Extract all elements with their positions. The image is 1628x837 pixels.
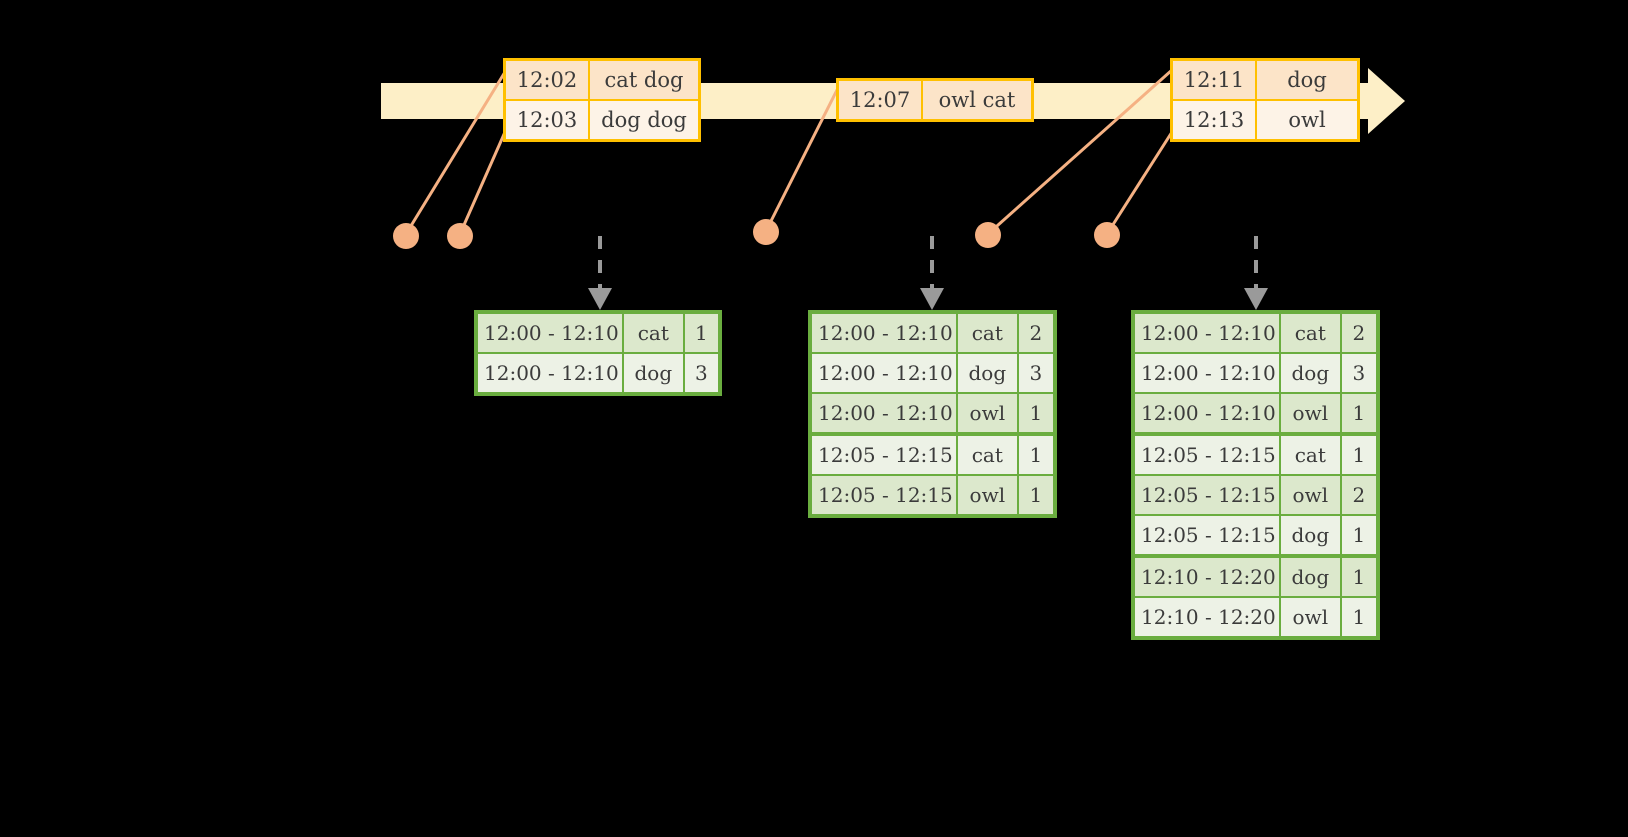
event-dot-5 [1094, 222, 1120, 248]
event-time: 12:13 [1173, 101, 1257, 139]
count-cell: 2 [1352, 321, 1366, 345]
count-cell: 1 [1352, 443, 1366, 467]
event-dot-3 [753, 219, 779, 245]
count-cell: 3 [1352, 361, 1366, 385]
window-cell: 12:05 - 12:15 [1135, 476, 1281, 514]
count-cell: 1 [1352, 565, 1366, 589]
count-cell: 1 [1029, 483, 1043, 507]
flow-arrow-head-2 [920, 288, 944, 310]
event-dot-4 [975, 222, 1001, 248]
timeline-arrowhead [1368, 68, 1405, 134]
count-cell: 1 [1029, 443, 1043, 467]
event-words: cat dog [604, 68, 684, 92]
word-cell: cat [958, 436, 1019, 474]
word-cell: dog [1281, 354, 1342, 392]
window-cell: 12:00 - 12:10 [812, 354, 958, 392]
word-cell: owl [1281, 598, 1342, 636]
flow-arrow-head-1 [588, 288, 612, 310]
word-cell: dog [958, 354, 1019, 392]
event-box-3[interactable]: 12:11 dog 12:13 owl [1170, 58, 1360, 142]
window-cell: 12:00 - 12:10 [812, 394, 958, 432]
count-cell: 1 [1352, 605, 1366, 629]
event-dot-2 [447, 223, 473, 249]
count-cell: 2 [1352, 483, 1366, 507]
count-cell: 3 [694, 361, 708, 385]
word-cell: cat [624, 314, 685, 352]
connector-5 [1105, 131, 1174, 235]
window-cell: 12:00 - 12:10 [812, 314, 958, 352]
count-cell: 1 [1352, 523, 1366, 547]
word-cell: cat [1281, 436, 1342, 474]
window-cell: 12:05 - 12:15 [1135, 516, 1281, 554]
window-cell: 12:10 - 12:20 [1135, 598, 1281, 636]
window-cell: 12:00 - 12:10 [1135, 314, 1281, 352]
word-cell: owl [958, 394, 1019, 432]
event-time: 12:02 [506, 61, 590, 99]
word-cell: dog [1281, 558, 1342, 596]
window-cell: 12:00 - 12:10 [1135, 354, 1281, 392]
word-cell: cat [958, 314, 1019, 352]
event-box-1[interactable]: 12:02 cat dog 12:03 dog dog [503, 58, 701, 142]
count-cell: 2 [1029, 321, 1043, 345]
event-time: 12:11 [1173, 61, 1257, 99]
event-time: 12:03 [506, 101, 590, 139]
word-cell: dog [1281, 516, 1342, 554]
event-box-2[interactable]: 12:07 owl cat [836, 78, 1034, 122]
window-cell: 12:05 - 12:15 [812, 476, 958, 514]
word-cell: owl [1281, 476, 1342, 514]
word-cell: dog [624, 354, 685, 392]
event-row: 12:03 dog dog [506, 99, 698, 139]
event-words: dog dog [601, 108, 687, 132]
word-cell: owl [958, 476, 1019, 514]
event-words: owl [1288, 108, 1326, 132]
flow-arrow-head-3 [1244, 288, 1268, 310]
event-time: 12:07 [839, 81, 923, 119]
event-row: 12:13 owl [1173, 99, 1357, 139]
event-row: 12:11 dog [1173, 61, 1357, 99]
window-cell: 12:00 - 12:10 [478, 354, 624, 392]
window-cell: 12:10 - 12:20 [1135, 558, 1281, 596]
count-cell: 1 [1352, 401, 1366, 425]
connector-3 [764, 87, 840, 232]
connector-1 [404, 71, 507, 235]
window-cell: 12:00 - 12:10 [1135, 394, 1281, 432]
event-words: owl cat [938, 88, 1016, 112]
count-cell: 3 [1029, 361, 1043, 385]
word-cell: cat [1281, 314, 1342, 352]
event-row: 12:02 cat dog [506, 61, 698, 99]
word-cell: owl [1281, 394, 1342, 432]
event-words: dog [1287, 68, 1327, 92]
window-cell: 12:05 - 12:15 [812, 436, 958, 474]
event-dot-1 [393, 223, 419, 249]
event-row: 12:07 owl cat [839, 81, 1031, 119]
window-cell: 12:00 - 12:10 [478, 314, 624, 352]
count-cell: 1 [1029, 401, 1043, 425]
window-cell: 12:05 - 12:15 [1135, 436, 1281, 474]
connector-2 [458, 131, 507, 235]
count-cell: 1 [694, 321, 708, 345]
